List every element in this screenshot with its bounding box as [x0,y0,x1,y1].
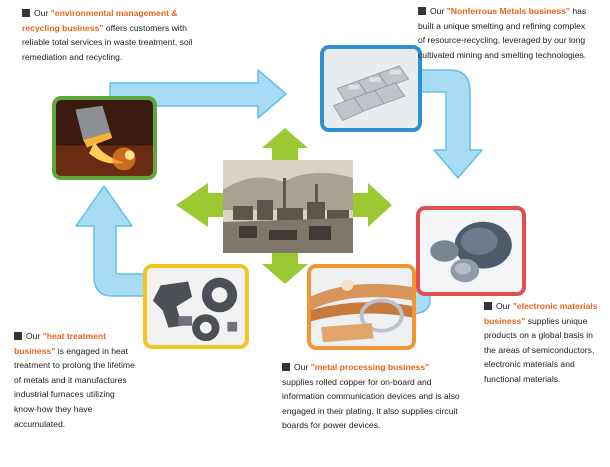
business-text: supplies unique products on a global bas… [484,315,595,384]
business-name: "Nonferrous Metals business" [446,6,570,16]
center-arrow-left [176,183,224,227]
business-name: "metal processing business" [310,362,430,372]
bullet-square-icon [282,363,290,371]
business-name: "environmental management & recycling bu… [22,8,178,33]
bullet-square-icon [14,332,22,340]
environmental-description: Our "environmental management & recyclin… [22,8,193,62]
business-name: "electronic materials business" [484,301,598,326]
loop-arrow-right [409,69,483,179]
business-name: "heat treatment business" [14,331,107,356]
metal-processing-photo [307,264,416,350]
center-arrow-up [262,128,308,162]
business-text: offers customers with reliable total ser… [22,22,193,62]
heat-treatment-photo [143,264,249,349]
business-text: supplies rolled copper for on-board and … [282,376,460,431]
business-text: has built a unique smelting and refining… [418,6,587,60]
heat-treatment-description: Our "heat treatment business" is engaged… [14,331,135,429]
nonferrous-description: Our "Nonferrous Metals business" has bui… [418,6,587,60]
bullet-square-icon [418,7,426,15]
business-text: is engaged in heat treatment to prolong … [14,345,135,429]
environmental-photo [52,96,157,180]
metal-processing-description: Our "metal processing business" supplies… [282,362,460,431]
nonferrous-photo [320,45,422,132]
center-arrow-right [352,183,392,227]
center-mine-photo [223,160,353,253]
electronic-photo [416,206,526,296]
loop-arrow-left [75,185,149,297]
electronic-description: Our "electronic materials business" supp… [484,301,598,384]
four-way-arrow-icon [176,128,392,284]
bullet-square-icon [22,9,30,17]
bullet-square-icon [484,302,492,310]
center-arrow-down [262,250,308,284]
